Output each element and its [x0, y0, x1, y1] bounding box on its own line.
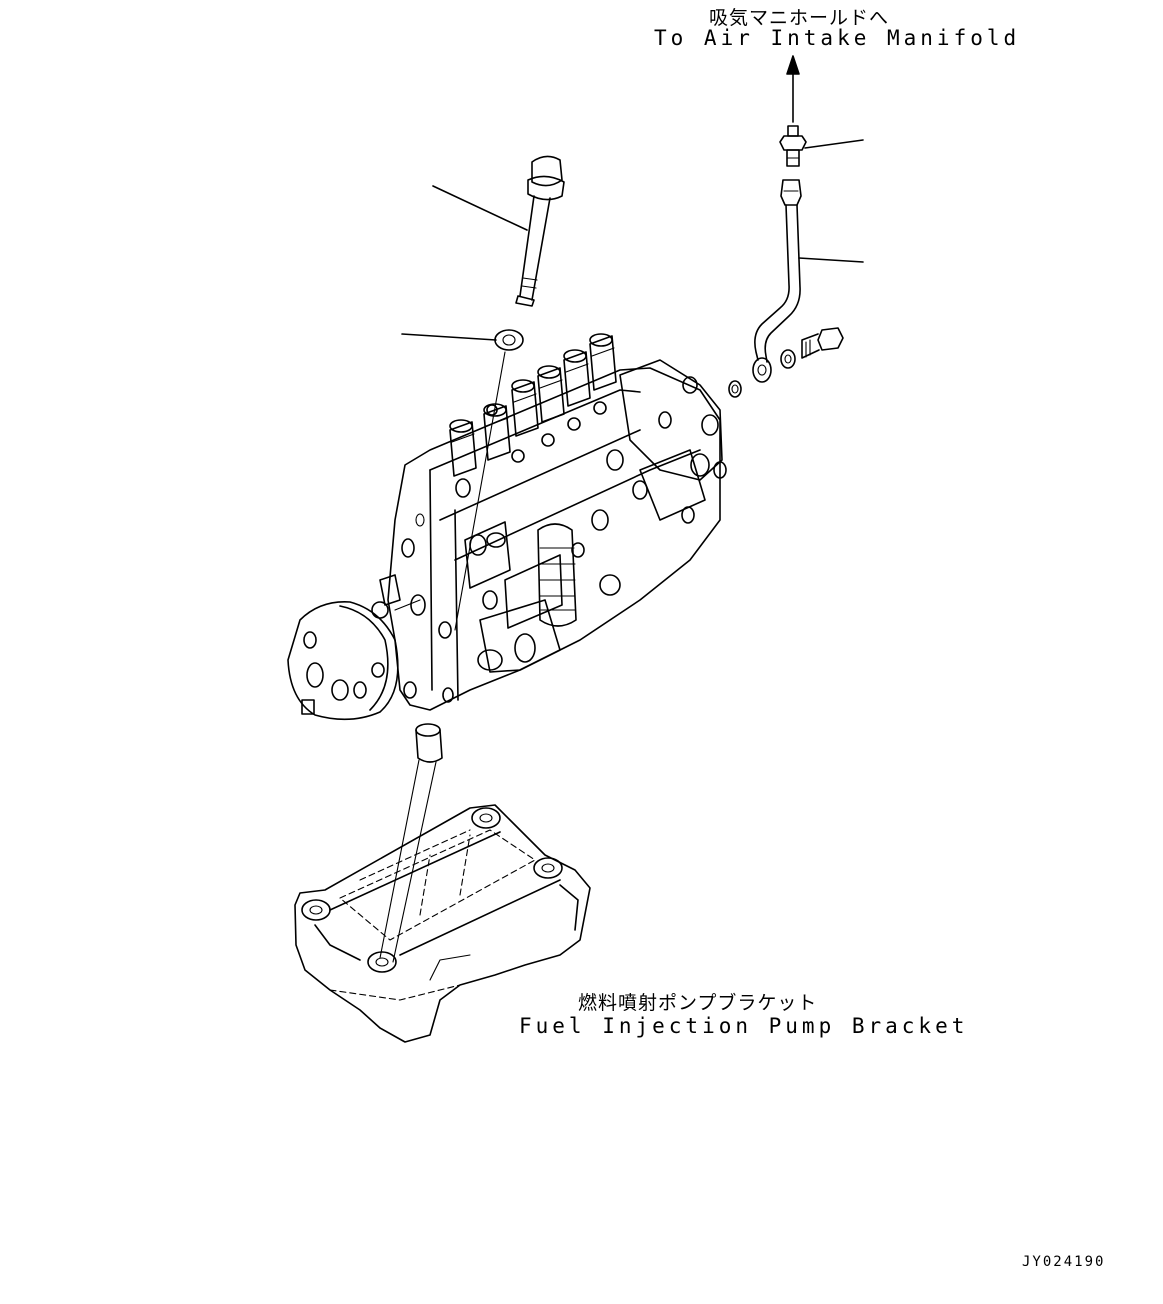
- leader-line-bolt: [432, 185, 528, 231]
- bolt-axis-line: [454, 351, 506, 631]
- bolt-washer: [494, 329, 524, 351]
- bracket-label-en: Fuel Injection Pump Bracket: [519, 1014, 969, 1038]
- delivery-valves: [449, 333, 617, 477]
- pump-bracket: [294, 804, 591, 1043]
- spacer-sleeve: [415, 723, 443, 763]
- washer-left: [728, 380, 742, 398]
- leader-line-washer: [401, 333, 497, 341]
- bracket-label-jp: 燃料噴射ポンプブラケット: [578, 992, 818, 1014]
- washer-right: [780, 349, 796, 369]
- air-intake-label-jp: 吸気マニホールドへ: [709, 7, 890, 29]
- banjo-bolt: [801, 327, 844, 359]
- direction-arrow: [786, 55, 800, 123]
- bent-tube: [752, 179, 802, 383]
- long-bolt: [515, 155, 565, 307]
- drawing-code: JY024190: [1022, 1254, 1106, 1270]
- spacer-axis-line: [379, 759, 420, 959]
- leader-line-connector: [804, 139, 864, 149]
- fuel-injection-pump: [287, 333, 727, 721]
- leader-line-tube: [798, 257, 864, 263]
- spacer-axis-line-2: [392, 761, 437, 963]
- connector-fitting: [779, 125, 807, 167]
- air-intake-label-en: To Air Intake Manifold: [654, 26, 1021, 50]
